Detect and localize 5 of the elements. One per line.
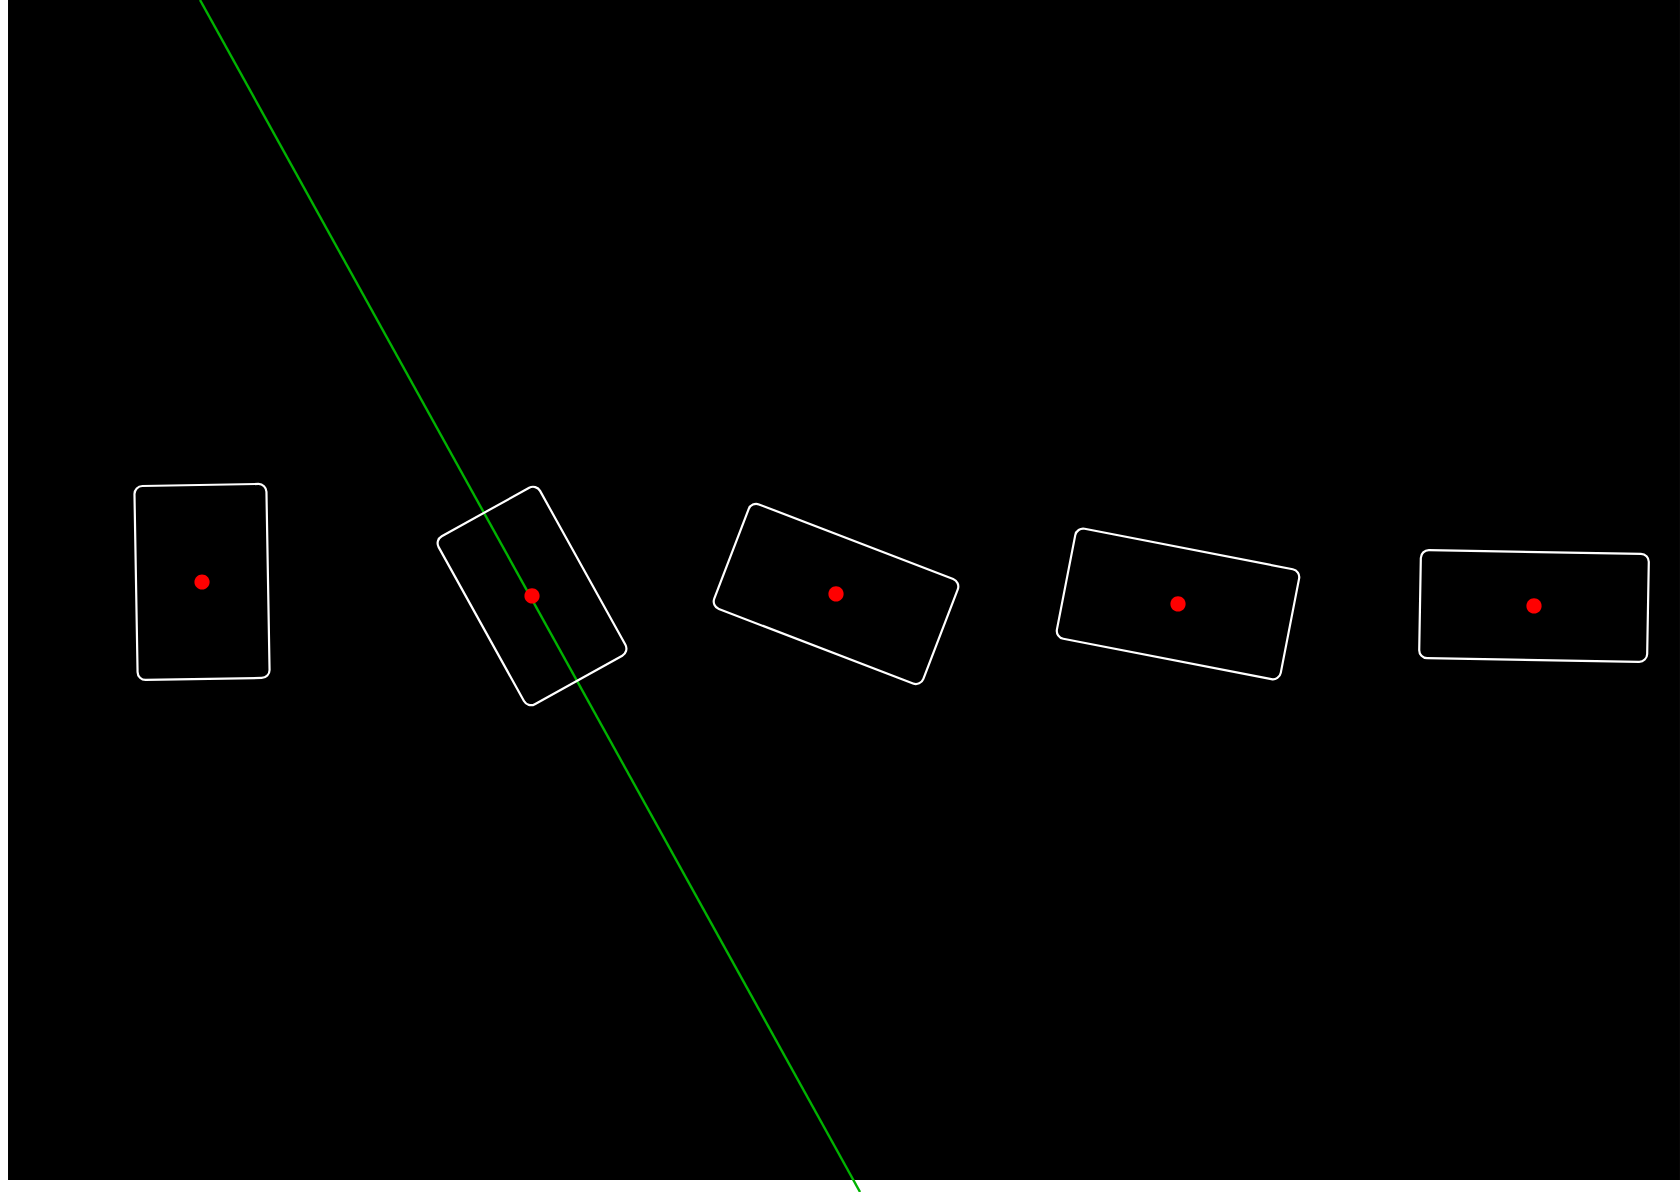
rectangle-outline — [1055, 527, 1301, 681]
rectangle-outline — [1418, 549, 1650, 663]
rectangle-outline — [436, 485, 628, 707]
rectangle-outline — [712, 502, 960, 686]
rectangle-outline — [133, 482, 271, 682]
